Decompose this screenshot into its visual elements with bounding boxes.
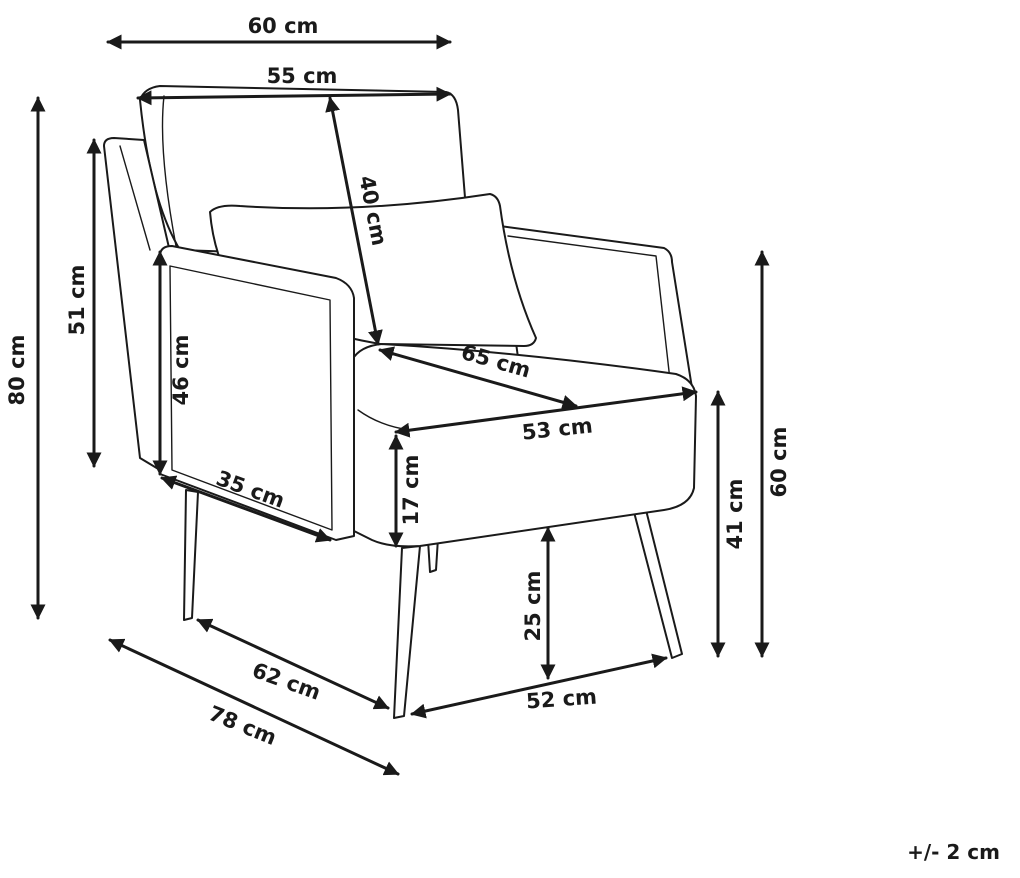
label-overall-height: 80 cm: [5, 335, 29, 406]
label-backrest-width: 55 cm: [267, 64, 338, 88]
dimension-lines: [30, 34, 770, 776]
armchair-drawing: [103, 85, 697, 719]
label-armrest-height: 46 cm: [169, 335, 193, 406]
label-back-side-height: 51 cm: [65, 265, 89, 336]
label-leg-span-width: 52 cm: [525, 685, 597, 714]
dim-line-backrest-height: [325, 96, 383, 346]
tolerance-note: +/- 2 cm: [907, 840, 1000, 864]
label-overall-depth: 78 cm: [205, 701, 280, 750]
dim-line-armrest-depth: [160, 475, 332, 543]
front-right-leg: [633, 509, 683, 659]
label-arm-top-from-floor: 60 cm: [767, 427, 791, 498]
label-leg-height: 25 cm: [521, 571, 545, 642]
label-overall-width: 60 cm: [248, 14, 319, 38]
front-left-leg: [393, 545, 421, 719]
dim-line-overall-depth: [108, 638, 400, 776]
label-leg-span-depth: 62 cm: [249, 658, 324, 705]
dimension-labels: 60 cm 55 cm 40 cm 80 cm 51 cm 46 cm 65 c…: [5, 14, 791, 750]
dim-line-backrest-width: [136, 86, 452, 106]
label-seat-cushion-height: 17 cm: [399, 455, 423, 526]
dim-line-leg-span-width: [410, 653, 668, 719]
dim-line-seat-width: [394, 386, 698, 438]
back-left-leg: [183, 489, 199, 621]
label-arm-height-from-floor: 41 cm: [723, 479, 747, 550]
